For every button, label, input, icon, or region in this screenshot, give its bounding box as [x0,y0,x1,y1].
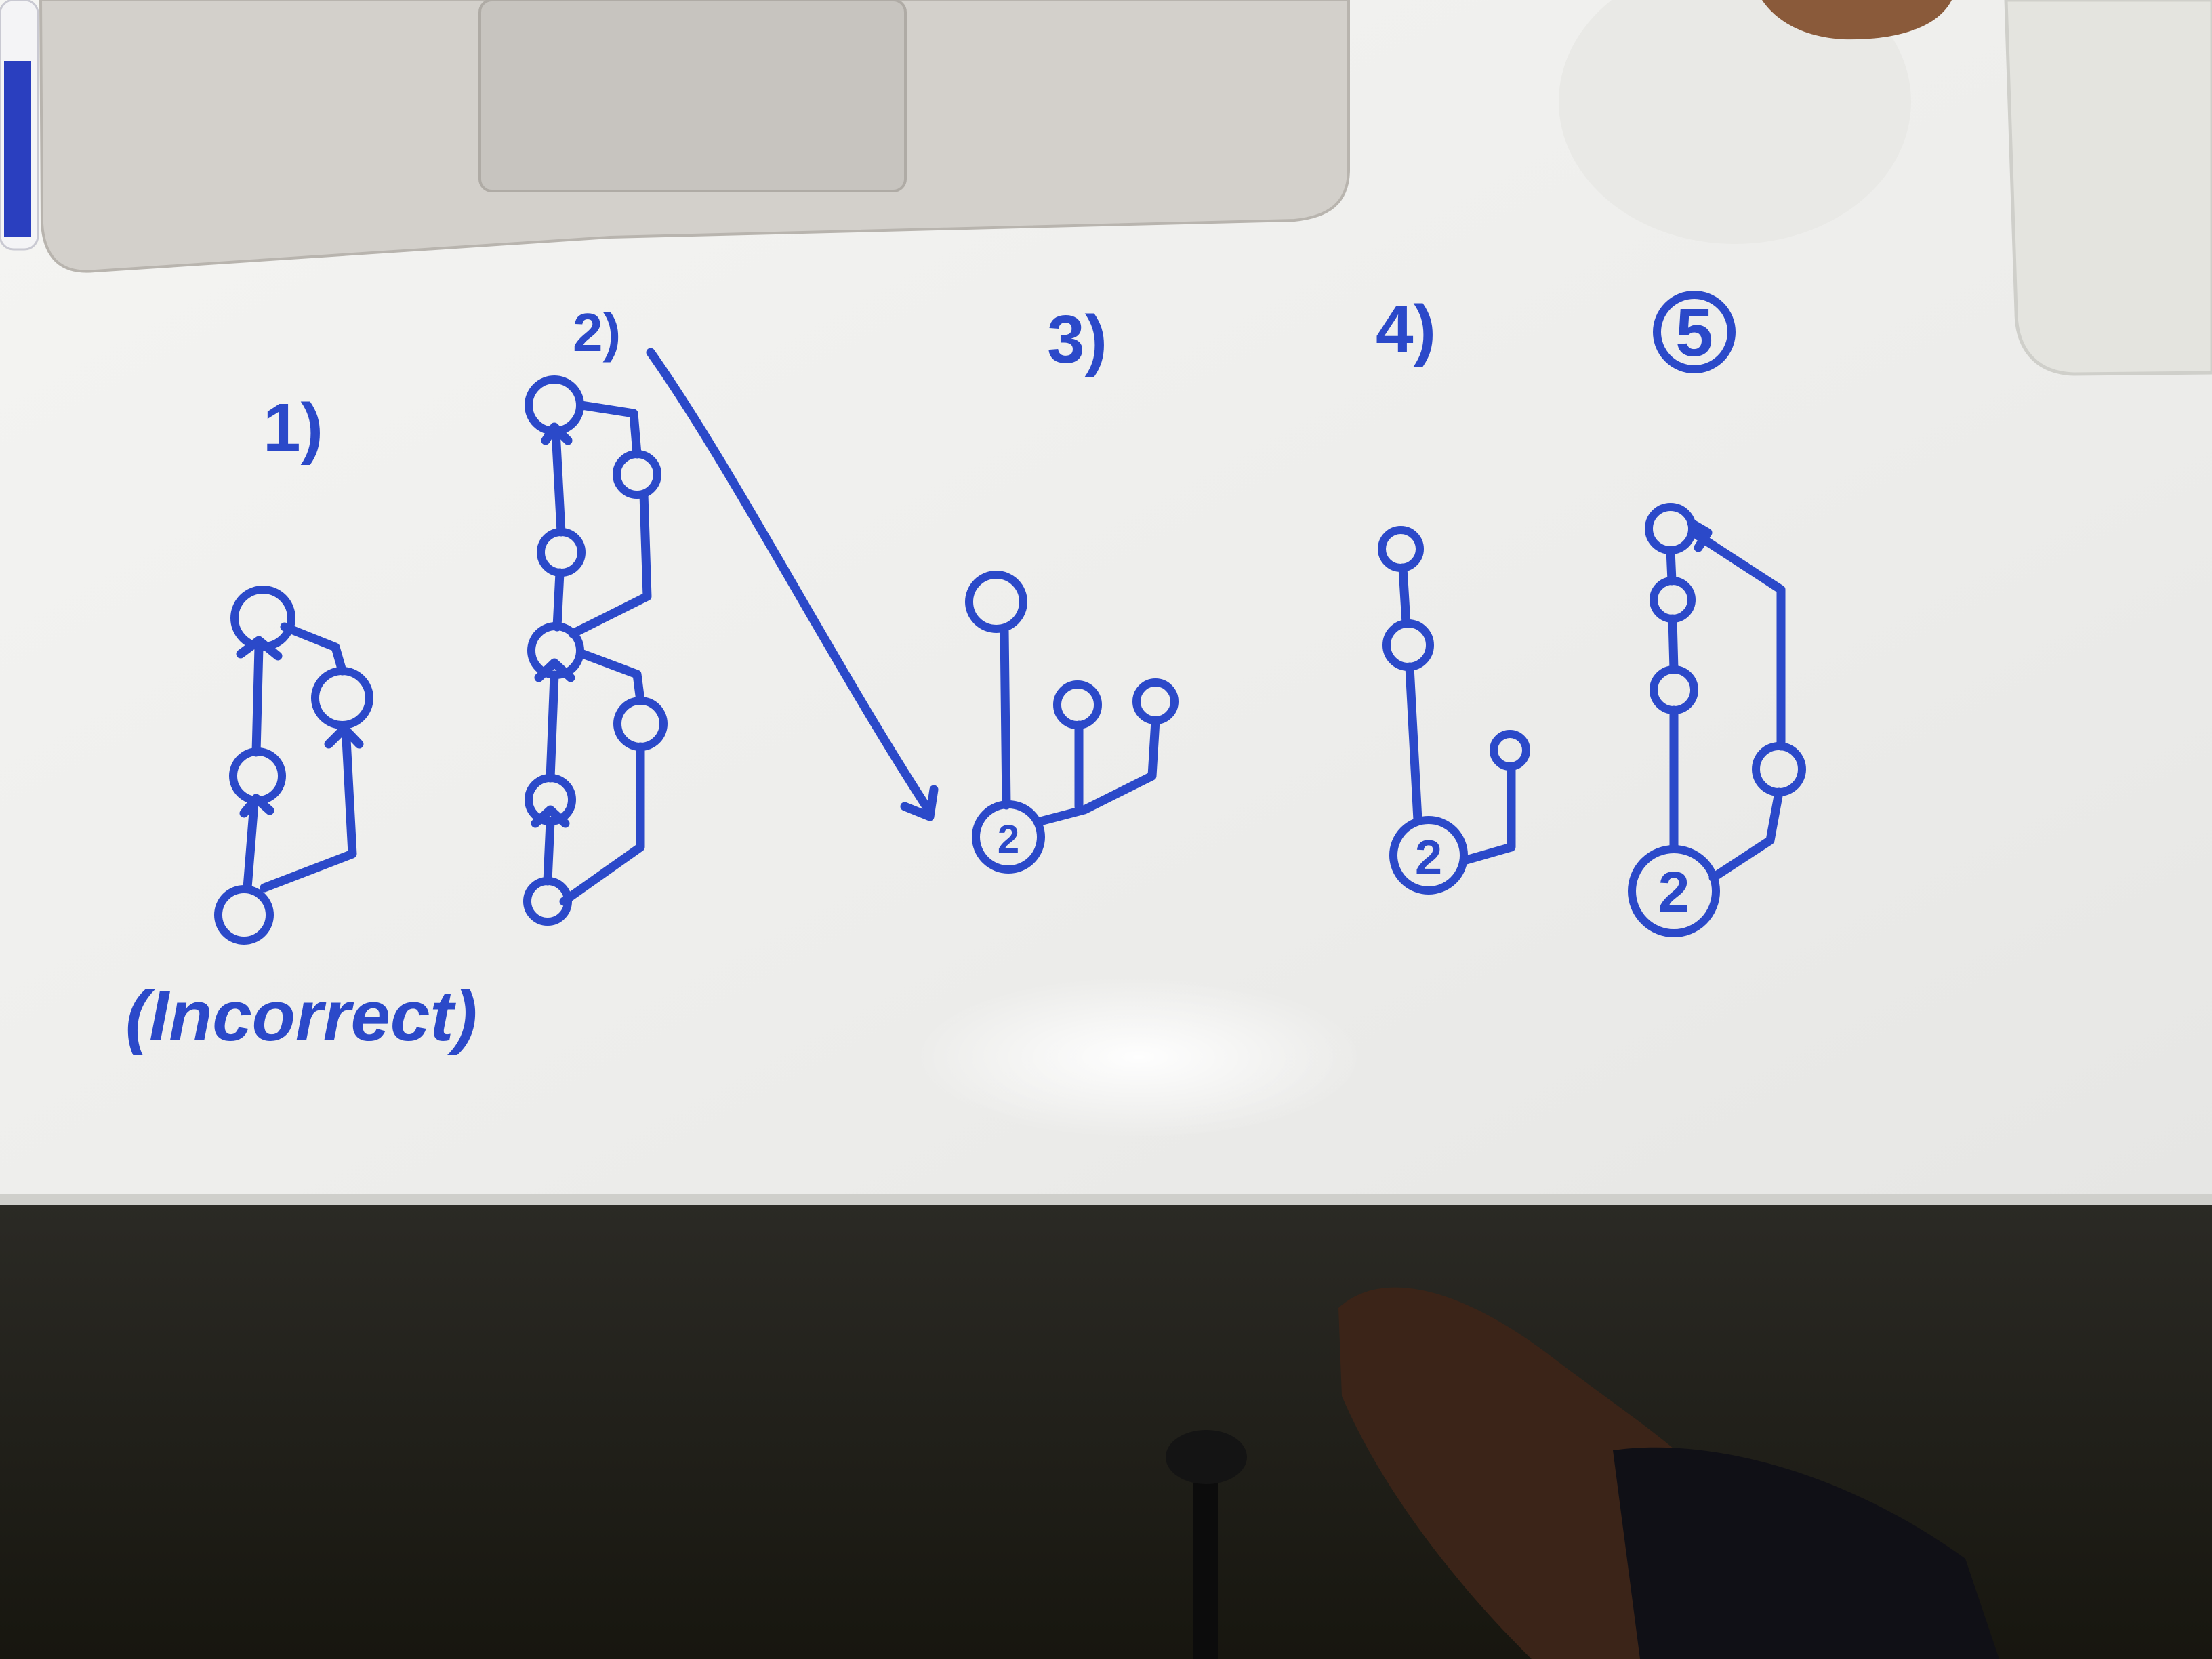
diagram-1-label: 1) [263,390,323,466]
laptop-trackpad [478,0,907,192]
mouse-device [2004,0,2212,376]
diagram-3: 2 [965,571,1179,874]
diagram-3-root: 2 [998,817,1019,861]
incorrect-note: (Incorrect) [125,977,477,1056]
diagram-1 [214,586,373,945]
diagram-3-label: 3) [1047,302,1107,377]
diagram-2-label: 2) [573,302,621,363]
diagram-4-root: 2 [1415,831,1442,885]
diagram-5-label: 5 [1653,291,1736,373]
diagram-5: 2 [1628,503,1806,937]
cookie [1762,0,1952,40]
cup-shadow [1559,0,1911,244]
diagram-4: 2 [1378,526,1530,895]
svg-text:5: 5 [1675,295,1713,371]
glare-spot [915,976,1362,1139]
diagram-2 [523,348,939,926]
board-edge [0,1194,2212,1205]
chair-wheel [1166,1430,1247,1484]
marker-pen-stripe [4,61,31,237]
handwritten-diagrams: 1) 2) 3) 4) 5 (Incorrect) [125,291,1806,1056]
diagram-5-root: 2 [1658,860,1690,924]
trouser-leg [1613,1447,1999,1659]
diagram-4-label: 4) [1376,291,1436,367]
